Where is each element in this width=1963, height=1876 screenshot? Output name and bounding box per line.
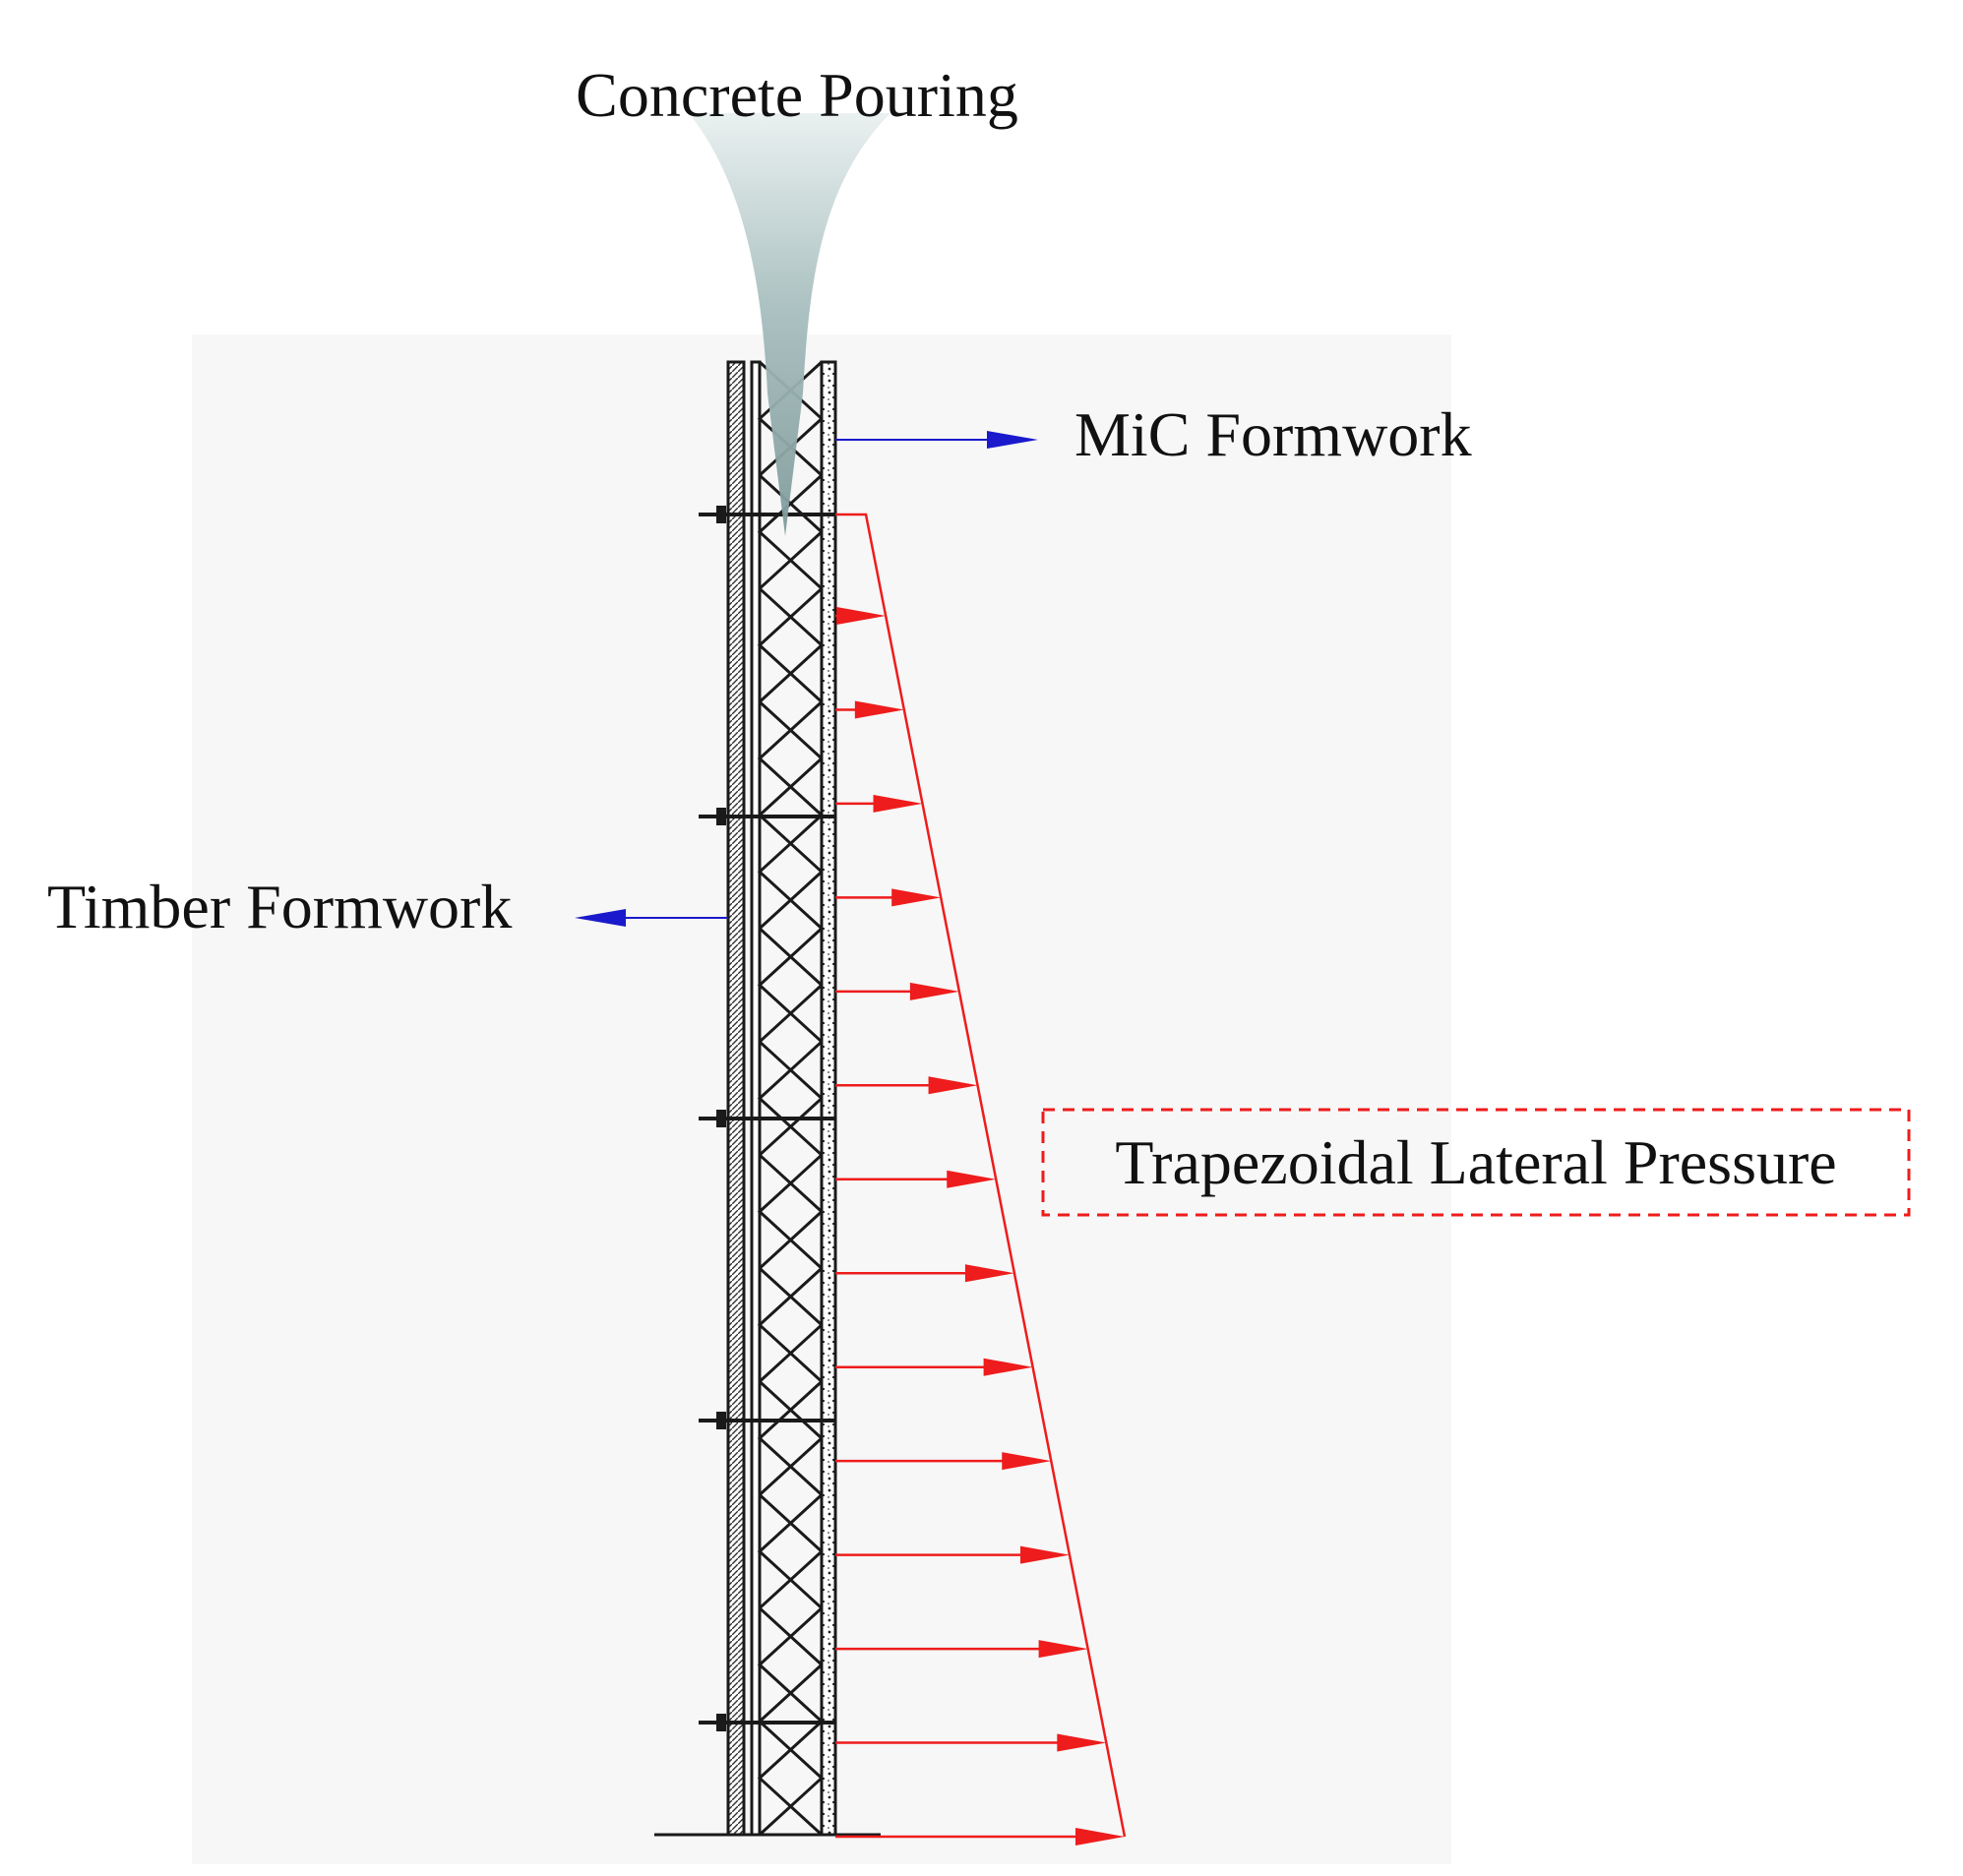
pressure-label: Trapezoidal Lateral Pressure [1115,1127,1836,1197]
pressure-arrow [835,1170,997,1188]
truss-diagonal [757,814,824,930]
mic-outer-skin [820,360,837,1837]
pressure-arrows [835,607,1125,1846]
pressure-arrow [835,888,942,907]
pressure-arrow [835,794,923,813]
truss-diagonal [757,927,824,1044]
mic-formwork-leader [835,431,1038,449]
truss-diagonal [757,474,824,590]
pressure-arrow [835,1264,1014,1283]
pressure-label-box [1041,1108,1911,1217]
truss-diagonal [757,587,824,703]
timber-leader-arrowhead [575,909,626,927]
form-tie [699,506,835,523]
truss-diagonal [757,1720,824,1837]
truss-diagonal [757,700,824,817]
concrete-pouring-label: Concrete Pouring [576,60,1018,130]
pressure-arrow [835,1452,1052,1471]
pressure-arrow [835,982,959,1000]
form-tie [699,808,835,825]
truss-diagonal [757,1380,824,1496]
mic-formwork-label: MiC Formwork [1074,399,1472,469]
timber-formwork-leader [575,909,728,927]
form-ties [699,506,835,1731]
pressure-arrow [835,1076,978,1095]
truss-frame [757,360,825,1837]
pressure-arrow [835,1733,1107,1752]
truss-diagonal [757,1267,824,1383]
truss-diagonal [757,1606,824,1723]
truss-diagonal [757,1153,824,1270]
pressure-arrow [835,1828,1125,1846]
form-tie [699,1110,835,1127]
pressure-arrow [835,1545,1070,1564]
pressure-arrow [835,700,904,719]
pressure-arrow [835,1358,1033,1376]
pressure-arrow [835,1640,1088,1659]
truss-diagonal [757,1040,824,1157]
pressure-arrow [835,607,887,625]
timber-formwork-plate [726,360,746,1837]
pressure-envelope [835,513,1127,1838]
form-tie [699,1412,835,1429]
timber-formwork-label: Timber Formwork [47,872,512,941]
truss-diagonal [757,1493,824,1609]
concrete-pour-stream [689,113,890,536]
form-tie [699,1714,835,1731]
mic-leader-arrowhead [987,431,1038,449]
